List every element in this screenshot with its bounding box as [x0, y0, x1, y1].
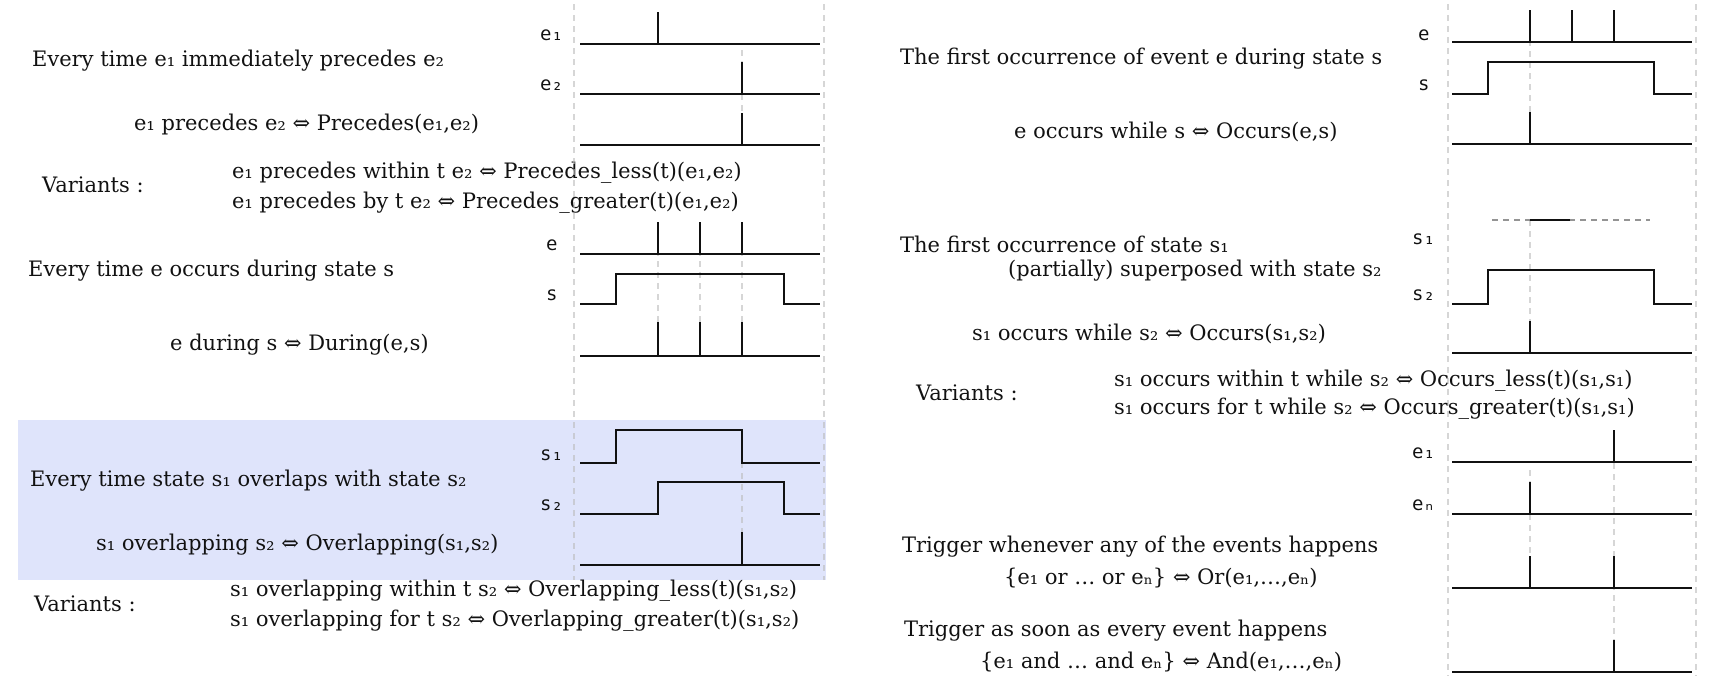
panel3-variant-2: s₁ overlapping for t s₂ ⇔ Overlapping_gr… — [230, 607, 800, 631]
p1-label-e2: e₂ — [540, 73, 563, 95]
panel1-operator: e₁ precedes e₂ ⇔ Precedes(e₁,e₂) — [134, 111, 479, 135]
p1-e1-wave — [580, 12, 820, 45]
panel4-operator: e occurs while s ⇔ Occurs(e,s) — [1014, 119, 1338, 143]
panel5-operator: s₁ occurs while s₂ ⇔ Occurs(s₁,s₂) — [972, 321, 1326, 345]
panel5-variants-label: Variants : — [916, 381, 1018, 405]
panel1-description: Every time e₁ immediately precedes e₂ — [32, 47, 444, 71]
p1-e2-wave — [580, 62, 820, 95]
panel3-operator: s₁ overlapping s₂ ⇔ Overlapping(s₁,s₂) — [96, 531, 499, 555]
panel6-description: Trigger whenever any of the events happe… — [902, 533, 1379, 557]
panel3-variant-1: s₁ overlapping within t s₂ ⇔ Overlapping… — [230, 577, 797, 601]
p4-label-s: s — [1418, 73, 1429, 95]
p4-e-wave — [1452, 10, 1692, 43]
p6-label-e1: e₁ — [1412, 441, 1435, 463]
panel3-variants-label: Variants : — [34, 592, 136, 616]
p3-label-s2: s₂ — [540, 493, 563, 515]
panel1-variant-1: e₁ precedes within t e₂ ⇔ Precedes_less(… — [232, 159, 742, 183]
p3-s2-wave — [580, 481, 820, 515]
p3-s1-wave — [580, 429, 820, 464]
p2-label-e: e — [546, 233, 557, 255]
panel5-variant-1: s₁ occurs within t while s₂ ⇔ Occurs_les… — [1114, 367, 1633, 391]
p2-result-wave — [580, 322, 820, 357]
p6-e1-wave — [1452, 430, 1692, 463]
p5-label-s1: s₁ — [1412, 227, 1435, 249]
p3-result-wave — [580, 532, 820, 566]
panel5-variant-2: s₁ occurs for t while s₂ ⇔ Occurs_greate… — [1114, 395, 1635, 419]
panel5-description-line2: (partially) superposed with state s₂ — [1008, 257, 1382, 281]
p4-label-e: e — [1418, 23, 1429, 45]
panel5-description-line1: The first occurrence of state s₁ — [900, 233, 1229, 257]
p3-label-s1: s₁ — [540, 443, 563, 465]
p6-en-wave — [1452, 482, 1692, 515]
p1-result-wave — [580, 113, 820, 146]
p2-e-wave — [580, 222, 820, 255]
p5-result-wave — [1452, 321, 1692, 354]
panel6-operator: {e₁ or … or eₙ} ⇔ Or(e₁,…,eₙ) — [1004, 565, 1318, 589]
p2-label-s: s — [546, 283, 557, 305]
p1-label-e1: e₁ — [540, 23, 563, 45]
p4-s-wave — [1452, 61, 1692, 95]
panel4-description: The first occurrence of event e during s… — [900, 45, 1383, 69]
panel2-description: Every time e occurs during state s — [28, 257, 395, 281]
p2-s-wave — [580, 273, 820, 305]
overlapping-highlight — [18, 420, 826, 580]
p5-s2-wave — [1452, 269, 1692, 305]
panel7-description: Trigger as soon as every event happens — [904, 617, 1328, 641]
panel2-operator: e during s ⇔ During(e,s) — [170, 331, 429, 355]
panel1-variants-label: Variants : — [42, 173, 144, 197]
p6-label-en: eₙ — [1412, 493, 1435, 515]
panel3-description: Every time state s₁ overlaps with state … — [30, 467, 467, 491]
panel7-operator: {e₁ and … and eₙ} ⇔ And(e₁,…,eₙ) — [980, 649, 1342, 673]
p4-result-wave — [1452, 112, 1692, 145]
p5-label-s2: s₂ — [1412, 283, 1435, 305]
p7-result-wave — [1452, 640, 1692, 673]
panel1-variant-2: e₁ precedes by t e₂ ⇔ Precedes_greater(t… — [232, 189, 739, 213]
p6-result-wave — [1452, 556, 1692, 589]
